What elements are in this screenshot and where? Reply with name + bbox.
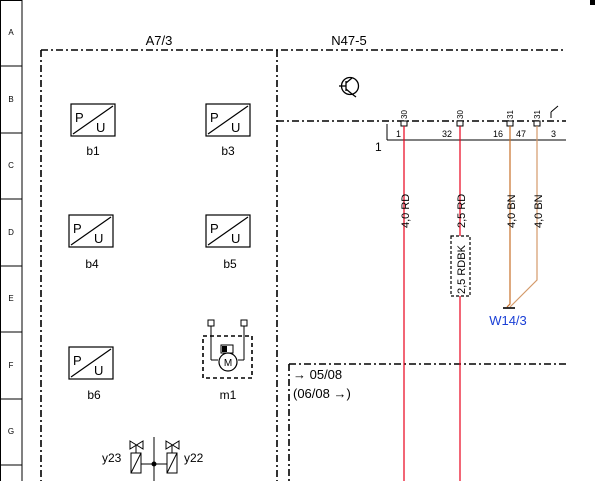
wire-1: 4,0 RD: [400, 126, 412, 481]
ground-label-w14-3: W14/3: [489, 313, 527, 328]
sensor-label-b3: b3: [221, 144, 235, 158]
sensor-p-letter: P: [75, 110, 84, 125]
row-ruler: A B C D E F G: [0, 0, 23, 481]
motor-symbol: M: [224, 358, 232, 369]
pin-label: 3: [551, 129, 556, 139]
terminal-label: 31: [506, 110, 515, 119]
wire-4: 4,0 BN: [509, 126, 545, 308]
terminal-31-b: 31: [533, 110, 542, 127]
sensor-u-letter: U: [231, 120, 240, 135]
valve-y22-icon: [165, 440, 180, 474]
sensor-label-b4: b4: [85, 257, 99, 271]
wire-label: 4,0 BN: [533, 194, 545, 228]
sensor-p-letter: P: [73, 353, 82, 368]
motor-label-m1: m1: [220, 388, 237, 402]
wire-label: 4,0 RD: [400, 194, 412, 228]
sensor-b1: P U b1: [70, 103, 116, 158]
sensor-u-letter: U: [94, 363, 103, 378]
sensor-p-letter: P: [210, 221, 219, 236]
alt-wire-box: 2,5 RDBK: [450, 235, 471, 297]
valve-y23-icon: [129, 440, 144, 474]
module-label-n47-5: N47-5: [331, 33, 366, 48]
wire-2: 2,5 RD: [456, 126, 468, 481]
connector-id: 1: [375, 140, 382, 154]
pin-label: 1: [396, 129, 401, 139]
wire-label: 4,0 BN: [506, 194, 518, 228]
row-label-c: C: [8, 161, 14, 170]
sensor-b5: P U b5: [205, 214, 251, 271]
row-label-g: G: [8, 427, 14, 436]
sensor-p-letter: P: [210, 110, 219, 125]
wire-label: 2,5 RD: [456, 194, 468, 228]
terminal-31-a: 31: [506, 110, 515, 127]
corner-marker: [590, 0, 595, 5]
sensor-label-b1: b1: [86, 144, 100, 158]
sensor-p-letter: P: [73, 221, 82, 236]
wire-3: 4,0 BN: [506, 126, 518, 308]
terminal-30-b: 30: [456, 110, 465, 127]
sensor-label-b5: b5: [223, 257, 237, 271]
row-label-e: E: [8, 294, 13, 303]
terminal-label: 30: [400, 110, 409, 119]
row-label-f: F: [9, 361, 14, 370]
pin-label: 32: [442, 129, 452, 139]
row-label-b: B: [8, 95, 13, 104]
valve-label-y23: y23: [102, 451, 122, 465]
valve-group: [129, 437, 180, 481]
row-label-d: D: [8, 228, 14, 237]
module-label-a7-3: A7/3: [146, 33, 173, 48]
version-note-line1: → 05/08: [293, 367, 342, 382]
terminal-30-a: 30: [400, 110, 409, 127]
motor-m1: M m1: [202, 319, 253, 402]
terminal-label: 31: [533, 110, 542, 119]
sensor-b4: P U b4: [68, 214, 114, 271]
sensor-u-letter: U: [231, 231, 240, 246]
row-label-a: A: [8, 28, 14, 37]
sensor-u-letter: U: [94, 231, 103, 246]
pin-label: 16: [493, 129, 503, 139]
version-note-line2: (06/08 →): [293, 386, 351, 401]
sensor-label-b6: b6: [87, 388, 101, 402]
alt-wire-label: 2,5 RDBK: [456, 244, 468, 294]
sensor-u-letter: U: [96, 120, 105, 135]
valve-label-y22: y22: [184, 451, 204, 465]
pin-label: 47: [516, 129, 526, 139]
transistor-icon: [339, 76, 360, 98]
sensor-b3: P U b3: [205, 103, 251, 158]
sensor-b6: P U b6: [68, 346, 114, 402]
module-boundaries: [40, 49, 566, 481]
connector-housing: [386, 105, 566, 141]
terminal-label: 30: [456, 110, 465, 119]
motor-icon: [218, 352, 238, 372]
